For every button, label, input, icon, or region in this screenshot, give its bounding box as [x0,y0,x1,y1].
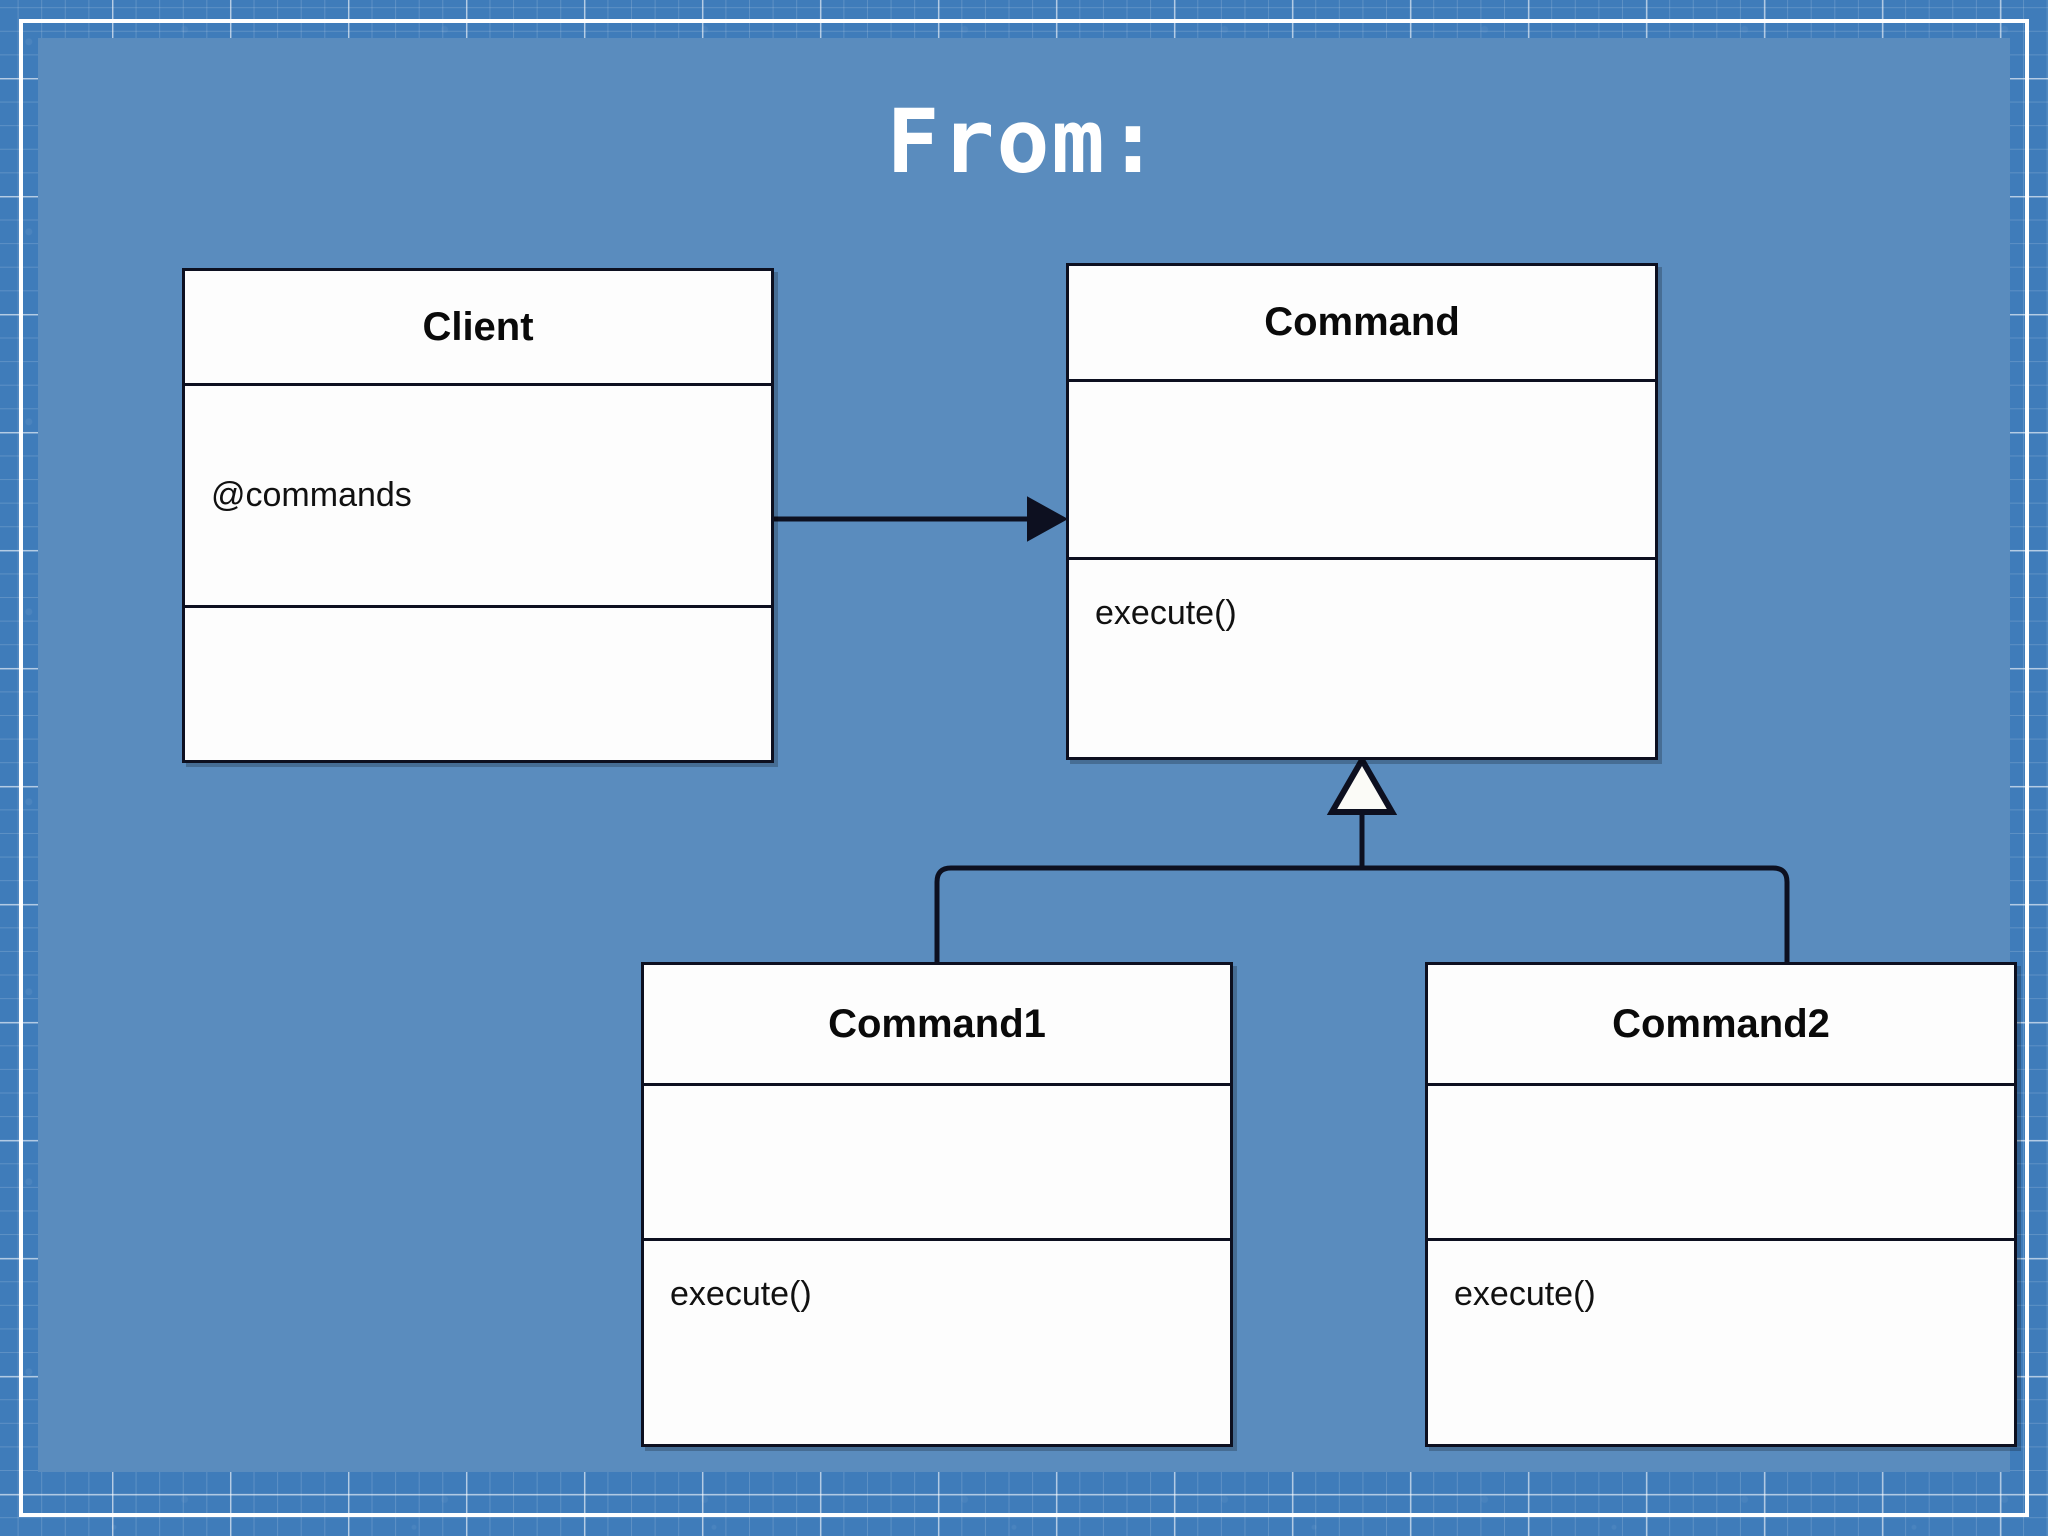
class-attributes-compartment: @commands [185,383,771,605]
class-name-command2: Command2 [1612,1001,1830,1046]
empty-operations [185,608,771,766]
class-operations-compartment: execute() [644,1238,1230,1450]
empty-attributes [644,1086,1230,1238]
slide-white-frame [19,19,2029,1517]
uml-class-command1[interactable]: Command1 execute() [641,962,1233,1447]
class-name-client: Client [422,304,534,349]
class-attributes-compartment [1428,1083,2014,1238]
operation-execute: execute() [1095,594,1237,632]
class-attributes-compartment [1069,379,1655,557]
attribute-commands: @commands [211,476,412,514]
uml-class-command2[interactable]: Command2 execute() [1425,962,2017,1447]
empty-attributes [1428,1086,2014,1238]
operation-execute: execute() [1454,1275,1596,1313]
class-name-command: Command [1264,300,1460,344]
class-title-compartment: Command1 [644,965,1230,1083]
class-title-compartment: Command2 [1428,965,2014,1083]
page-title: From: [886,90,1162,193]
class-operations-compartment [185,605,771,766]
class-title-compartment: Client [185,271,771,383]
class-name-command1: Command1 [828,1001,1046,1046]
class-attributes-compartment [644,1083,1230,1238]
class-title-compartment: Command [1069,266,1655,379]
uml-class-client[interactable]: Client @commands [182,268,774,763]
class-operations-compartment: execute() [1428,1238,2014,1450]
operation-execute: execute() [670,1275,812,1313]
class-operations-compartment: execute() [1069,557,1655,763]
uml-class-command[interactable]: Command execute() [1066,263,1658,760]
empty-attributes [1069,382,1655,557]
